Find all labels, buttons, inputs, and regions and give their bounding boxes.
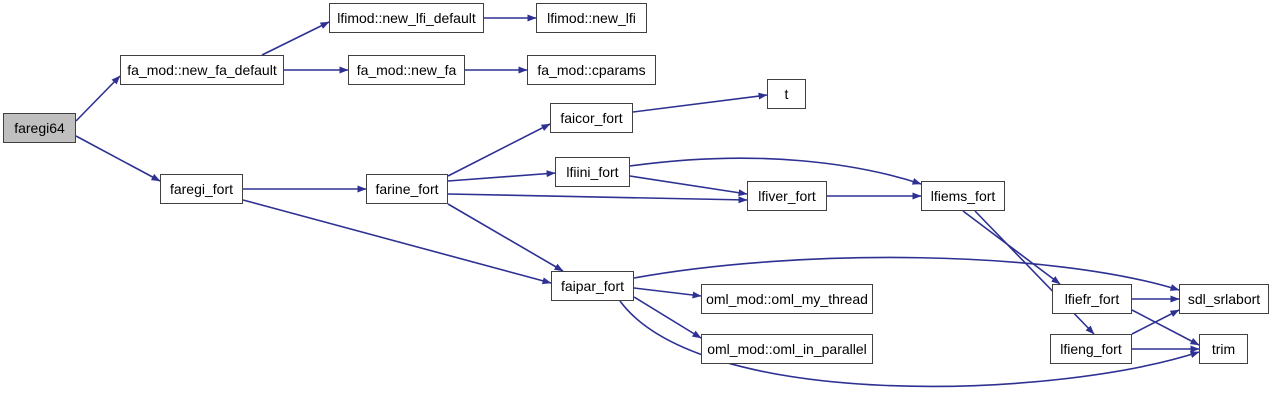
node-oml_in_parallel[interactable]: oml_mod::oml_in_parallel [701,334,873,364]
node-lfiefr_fort[interactable]: lfiefr_fort [1052,284,1132,314]
edge-lfiems_fort-lfieng_fort [974,210,1095,335]
edge-faipar_fort-sdl_srlabort [633,256,1180,291]
edge-faipar_fort-trim [619,300,1200,388]
edge-lfiini_fort-lfiver_fort [629,175,748,197]
node-fa_mod_new_fa[interactable]: fa_mod::new_fa [348,55,465,85]
node-sdl_srlabort[interactable]: sdl_srlabort [1179,284,1269,314]
node-oml_my_thread[interactable]: oml_mod::oml_my_thread [701,284,873,314]
node-lfimod_new_lfi[interactable]: lfimod::new_lfi [536,3,647,33]
node-lfiems_fort[interactable]: lfiems_fort [921,181,1005,211]
edge-lfiini_fort-lfiems_fort [629,157,922,185]
node-faregi64[interactable]: faregi64 [3,113,76,143]
node-lfieng_fort[interactable]: lfieng_fort [1050,334,1132,364]
node-trim[interactable]: trim [1199,334,1248,364]
edge-farine_fort-faipar_fort [447,203,564,272]
node-fa_mod_cparams[interactable]: fa_mod::cparams [527,55,656,85]
node-t[interactable]: t [767,79,806,109]
edge-lfiefr_fort-trim [1131,309,1200,346]
edge-farine_fort-lfiver_fort [447,193,748,204]
edge-faregi64-faregi_fort [75,135,161,182]
edge-lfiems_fort-lfiefr_fort [962,210,1061,285]
edge-faipar_fort-oml_my_thread [633,287,702,299]
node-lfimod_new_lfi_default[interactable]: lfimod::new_lfi_default [329,3,484,33]
edge-faipar_fort-oml_in_parallel [633,296,702,339]
node-faicor_fort[interactable]: faicor_fort [550,103,633,133]
node-faregi_fort[interactable]: faregi_fort [160,174,243,204]
node-farine_fort[interactable]: farine_fort [366,174,448,204]
edge-faregi64-fa_mod_new_fa_default [75,75,121,122]
node-faipar_fort[interactable]: faipar_fort [551,271,634,301]
node-fa_mod_new_fa_default[interactable]: fa_mod::new_fa_default [120,55,284,85]
node-lfiini_fort[interactable]: lfiini_fort [555,157,630,187]
edge-farine_fort-faicor_fort [447,123,551,177]
node-lfiver_fort[interactable]: lfiver_fort [747,181,827,211]
edge-lfieng_fort-sdl_srlabort [1131,309,1180,335]
edge-fa_mod_new_fa_default-lfimod_new_lfi_default [261,21,330,56]
edge-faicor_fort-t [632,92,768,113]
edge-farine_fort-lfiini_fort [447,170,556,182]
edge-faregi_fort-faipar_fort [242,199,552,285]
